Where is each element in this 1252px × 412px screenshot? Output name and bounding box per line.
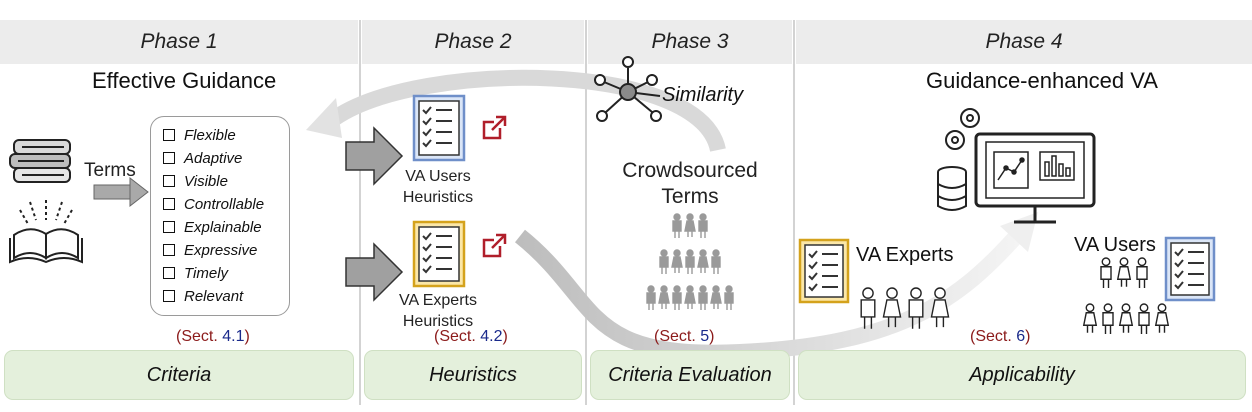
person-icon — [658, 285, 670, 309]
people-icons — [860, 257, 1170, 334]
person-icon — [672, 285, 682, 310]
bar-chart-icon — [1039, 151, 1075, 181]
phase-1-title: Effective Guidance — [92, 68, 277, 93]
phase-3-header: Phase 3 — [588, 20, 792, 64]
person-icon — [684, 213, 696, 237]
section-ref-4-2: (Sect. 4.2) — [434, 328, 508, 345]
phase-4-title: Guidance-enhanced VA — [926, 68, 1158, 93]
divider — [585, 20, 587, 405]
criterion-item: Visible — [163, 173, 228, 190]
person-icon — [697, 249, 709, 273]
criterion-item: Timely — [163, 265, 228, 282]
criteria-list: Flexible Adaptive Visible Controllable E… — [150, 116, 290, 316]
checkbox-icon — [163, 152, 175, 164]
line-chart-icon — [993, 151, 1029, 189]
checkbox-icon — [163, 221, 175, 233]
phase-2-label: Heuristics — [364, 350, 582, 400]
person-icon — [710, 285, 722, 309]
terms-arrowhead — [129, 176, 149, 208]
terms-label: Terms — [84, 160, 136, 181]
person-icon — [1136, 257, 1148, 288]
phase-4-label: Applicability — [798, 350, 1246, 400]
person-icon — [1138, 303, 1150, 334]
criterion-item: Controllable — [163, 196, 264, 213]
section-ref-6: (Sect. 6) — [970, 328, 1031, 345]
external-link-icon — [482, 233, 507, 258]
person-icon — [671, 249, 683, 273]
checkbox-icon — [163, 267, 175, 279]
person-icon — [882, 287, 902, 328]
experts-heuristics-doc-icon — [412, 220, 466, 288]
person-icon — [711, 249, 721, 274]
person-icon — [659, 249, 669, 274]
external-link-icon — [482, 115, 507, 140]
network-icon — [594, 56, 662, 122]
person-icon — [1102, 303, 1114, 334]
books-icon — [9, 139, 83, 264]
experts-doc-icon — [798, 238, 850, 304]
person-icon — [724, 285, 734, 310]
feedback-arrow — [330, 69, 726, 153]
checkbox-icon — [163, 175, 175, 187]
crowd-icon — [646, 213, 734, 310]
person-icon — [684, 285, 696, 309]
person-icon — [672, 213, 682, 238]
section-ref-4-1: (Sect. 4.1) — [176, 328, 250, 345]
similarity-label: Similarity — [662, 84, 744, 106]
block-arrow-experts — [345, 242, 404, 302]
checkbox-icon — [163, 198, 175, 210]
person-icon — [1154, 303, 1170, 333]
person-icon — [646, 285, 656, 310]
database-icon — [937, 166, 967, 211]
users-heuristics-doc-icon — [412, 94, 466, 162]
va-users-label: VA Users — [1074, 234, 1156, 256]
divider — [793, 20, 795, 405]
phase-2-header: Phase 2 — [362, 20, 584, 64]
person-icon — [698, 285, 708, 310]
checkbox-icon — [163, 244, 175, 256]
person-icon — [698, 213, 708, 238]
divider — [359, 20, 361, 405]
criterion-item: Explainable — [163, 219, 262, 236]
checkbox-icon — [163, 290, 175, 302]
feedback-arrowhead — [306, 98, 342, 138]
phase-1-label: Criteria — [4, 350, 354, 400]
users-doc-icon — [1164, 236, 1216, 302]
gear-icon — [945, 108, 980, 150]
terms-arrow — [93, 184, 133, 200]
criterion-item: Expressive — [163, 242, 257, 259]
person-icon — [908, 287, 924, 329]
va-experts-label: VA Experts — [856, 244, 954, 266]
phase-4-header: Phase 4 — [796, 20, 1252, 64]
phase-3-label: Criteria Evaluation — [590, 350, 790, 400]
person-icon — [1100, 257, 1112, 288]
person-icon — [1118, 303, 1134, 333]
checkbox-icon — [163, 129, 175, 141]
person-icon — [685, 249, 695, 274]
criterion-item: Relevant — [163, 288, 243, 305]
person-icon — [1116, 257, 1132, 287]
criterion-item: Flexible — [163, 127, 236, 144]
block-arrow-users — [345, 126, 404, 186]
person-icon — [1082, 303, 1098, 333]
person-icon — [930, 287, 950, 328]
phase-1-header: Phase 1 — [0, 20, 358, 64]
person-icon — [860, 287, 876, 329]
criterion-item: Adaptive — [163, 150, 242, 167]
section-ref-5: (Sect. 5) — [654, 328, 715, 345]
